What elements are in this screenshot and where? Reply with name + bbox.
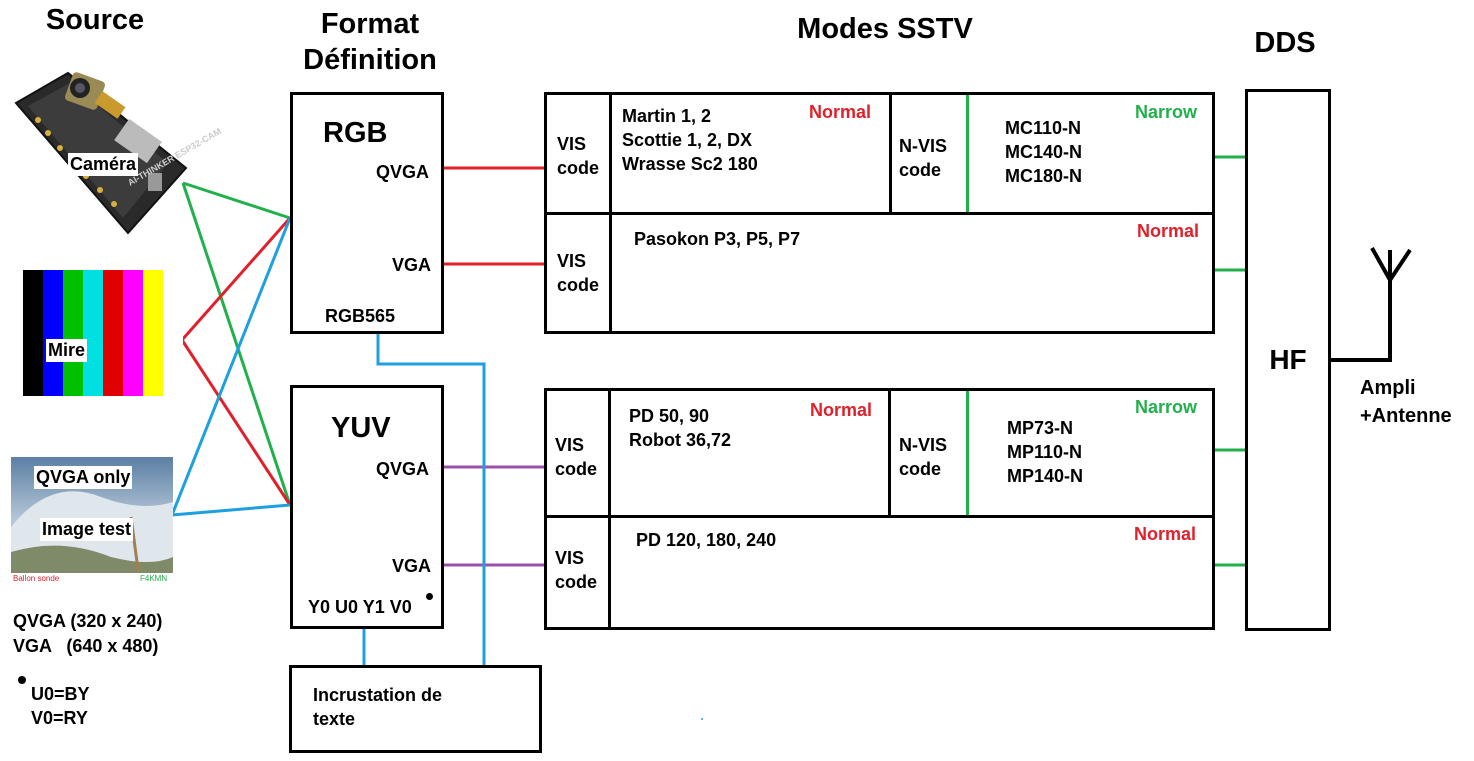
yuv-narrow-mode-3: MP140-N: [1007, 466, 1084, 486]
format-box-yuv: YUV QVGA VGA Y0 U0 Y1 V0: [290, 385, 444, 629]
col-divider-vis: [608, 391, 611, 627]
rgb-qvga-vis-line2: code: [557, 158, 600, 178]
yuv-qvga-narrow-tag: Narrow: [1135, 397, 1198, 417]
rgb-vga-label: VGA: [392, 255, 432, 275]
yuv-vga-label: VGA: [392, 556, 432, 576]
rgb-vga-vis-line2: code: [557, 275, 600, 295]
wire-mire-to-yuv: [180, 339, 292, 506]
row-divider: [547, 212, 1212, 215]
rgb-title: RGB: [323, 117, 388, 149]
rgb-narrow-mode-3: MC180-N: [1005, 166, 1083, 186]
header-format-line1: Format: [320, 8, 420, 40]
color-bar-0: [23, 270, 43, 396]
color-bar-5: [123, 270, 143, 396]
yuv-qvga-vis-line2: code: [555, 459, 598, 479]
rgb-qvga-mode-2: Scottie 1, 2, DX: [622, 130, 753, 150]
yuv-qvga-vis-line1: VIS: [555, 435, 585, 455]
rgb-narrow-mode-1: MC110-N: [1005, 118, 1082, 138]
incrustation-line2: texte: [313, 709, 356, 729]
format-box-rgb: RGB QVGA VGA RGB565: [290, 92, 444, 334]
wire-image-to-yuv: [171, 503, 291, 517]
rgb-vga-mode-1: Pasokon P3, P5, P7: [634, 229, 801, 249]
rgb-qvga-mode-3: Wrasse Sc2 180: [622, 154, 758, 174]
rgb-footer-label: RGB565: [325, 306, 396, 326]
camera-board-image: AI-THINKER ESP32-CAM: [8, 58, 223, 238]
yuv-qvga-mode-1: PD 50, 90: [629, 406, 710, 426]
wire-camera-to-rgb: [182, 181, 291, 220]
rgb-qvga-narrow-tag: Narrow: [1135, 102, 1198, 122]
color-bar-7: [163, 270, 183, 396]
header-format-line2: Définition: [303, 44, 437, 76]
color-bar-1: [43, 270, 63, 396]
color-bar-6: [143, 270, 163, 396]
yuv-qvga-mode-2: Robot 36,72: [629, 430, 732, 450]
label-image-test: Image test: [40, 518, 134, 541]
rgb-vga-normal-tag: Normal: [1137, 221, 1200, 241]
wire-image-to-rgb: [170, 217, 292, 516]
antenna-icon: [1370, 247, 1412, 290]
bullet-dot-icon: [18, 676, 26, 684]
wire-mire-to-rgb: [180, 217, 292, 341]
yuv-qvga-normal-tag: Normal: [810, 400, 873, 420]
rgb-qvga-label: QVGA: [376, 162, 430, 182]
text-overlay-box: Incrustation de texte: [289, 665, 542, 753]
yuv-narrow-mode-2: MP110-N: [1007, 442, 1083, 462]
yuv-vga-vis-line1: VIS: [555, 548, 585, 568]
color-bar-3: [83, 270, 103, 396]
wire-hf-to-antenna: [1330, 275, 1392, 362]
yuv-title: YUV: [331, 412, 391, 444]
yuv-qvga-label: QVGA: [376, 459, 430, 479]
caption-ballon-sonde: Ballon sonde: [13, 574, 60, 583]
col-divider-narrow: [966, 391, 969, 515]
rgb-narrow-mode-2: MC140-N: [1005, 142, 1083, 162]
test-pattern-image: [23, 270, 183, 396]
yuv-qvga-nvis-line1: N-VIS: [899, 435, 948, 455]
color-bar-2: [63, 270, 83, 396]
color-bar-4: [103, 270, 123, 396]
hf-box: HF: [1245, 89, 1331, 631]
rgb-qvga-nvis-line1: N-VIS: [899, 136, 948, 156]
rgb-qvga-normal-tag: Normal: [809, 102, 872, 122]
note-qvga-resolution: QVGA (320 x 240): [13, 611, 163, 631]
yuv-qvga-nvis-line2: code: [899, 459, 942, 479]
antenna-label-line1: Ampli: [1360, 377, 1416, 399]
note-v0: V0=RY: [31, 708, 88, 728]
col-divider-nvis: [888, 391, 891, 515]
label-camera: Caméra: [68, 153, 139, 176]
wire-camera-to-yuv: [181, 182, 292, 506]
yuv-vga-normal-tag: Normal: [1134, 524, 1197, 544]
yuv-vga-vis-line2: code: [555, 572, 598, 592]
row-divider: [547, 515, 1212, 518]
note-u0: U0=BY: [31, 684, 90, 704]
label-mire: Mire: [46, 339, 88, 362]
header-modes-sstv: Modes SSTV: [797, 13, 973, 45]
yuv-vga-mode-1: PD 120, 180, 240: [636, 530, 777, 550]
antenna-label-line2: +Antenne: [1360, 405, 1452, 427]
note-vga-resolution: VGA (640 x 480): [13, 636, 159, 656]
header-dds: DDS: [1254, 27, 1316, 59]
footnote-dot-icon: [426, 593, 433, 600]
header-source: Source: [45, 4, 145, 36]
modes-box-yuv: VIS code PD 50, 90 Robot 36,72 Normal N-…: [544, 388, 1215, 630]
hf-label: HF: [1269, 344, 1307, 375]
yuv-narrow-mode-1: MP73-N: [1007, 418, 1074, 438]
label-qvga-only: QVGA only: [34, 466, 133, 489]
col-divider-narrow: [966, 95, 969, 212]
modes-box-rgb: VIS code Martin 1, 2 Scottie 1, 2, DX Wr…: [544, 92, 1215, 334]
rgb-qvga-nvis-line2: code: [899, 160, 942, 180]
incrustation-line1: Incrustation de: [313, 685, 443, 705]
rgb-qvga-vis-line1: VIS: [557, 134, 587, 154]
caption-callsign: F4KMN: [140, 574, 168, 583]
rgb-vga-vis-line1: VIS: [557, 251, 587, 271]
rgb-qvga-mode-1: Martin 1, 2: [622, 106, 712, 126]
yuv-footer-label: Y0 U0 Y1 V0: [308, 597, 412, 617]
col-divider-vis: [609, 95, 612, 331]
wire-rgb565-to-incrustation: [376, 333, 486, 666]
col-divider-nvis: [889, 95, 892, 212]
